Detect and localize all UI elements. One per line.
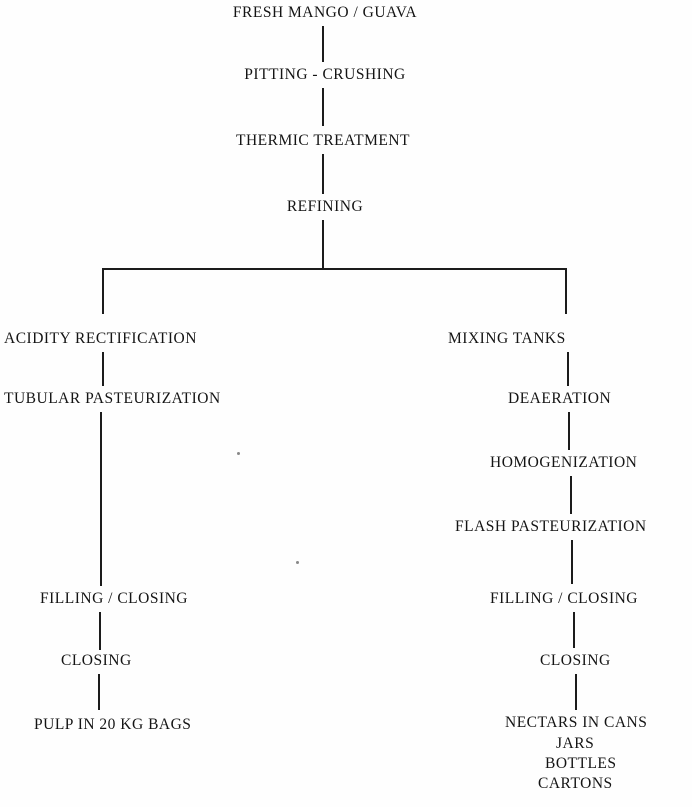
node-closing-right: CLOSING: [540, 652, 611, 669]
connector-deaeration-to-homogenization: [568, 412, 570, 450]
node-homogenization: HOMOGENIZATION: [490, 454, 638, 471]
connector-filling-to-closing-right: [573, 612, 575, 648]
connector-flash-to-filling: [571, 540, 573, 584]
branch-drop-left: [102, 268, 104, 314]
connector-filling-to-closing-left: [99, 612, 101, 650]
node-acidity-rectification: ACIDITY RECTIFICATION: [4, 330, 197, 347]
branch-split-line: [102, 268, 567, 270]
node-mixing-tanks: MIXING TANKS: [448, 330, 566, 347]
node-nectars-output-line-3: BOTTLES: [545, 755, 617, 772]
node-refining: REFINING: [286, 198, 364, 215]
node-filling-closing-right: FILLING / CLOSING: [490, 590, 638, 607]
scan-speck: [237, 452, 240, 455]
node-nectars-output-line-2: JARS: [556, 735, 595, 752]
connector-thermic-to-refining: [322, 154, 324, 194]
node-fresh-mango-guava: FRESH MANGO / GUAVA: [232, 4, 418, 21]
node-pitting-crushing: PITTING - CRUSHING: [244, 66, 406, 83]
scan-speck: [296, 561, 299, 564]
node-pulp-in-bags: PULP IN 20 KG BAGS: [34, 716, 192, 733]
connector-mixing-to-deaeration: [567, 352, 569, 386]
connector-closing-to-pulp: [98, 674, 100, 710]
node-closing-left: CLOSING: [61, 652, 132, 669]
connector-closing-to-nectars: [575, 674, 577, 710]
node-nectars-output-line-1: NECTARS IN CANS: [505, 714, 648, 731]
connector-tubular-to-filling: [100, 412, 102, 586]
connector-homogenization-to-flash: [570, 476, 572, 514]
node-flash-pasteurization: FLASH PASTEURIZATION: [455, 518, 647, 535]
branch-drop-right: [565, 268, 567, 314]
node-nectars-output-line-4: CARTONS: [538, 775, 613, 792]
connector-pitting-to-thermic: [322, 88, 324, 126]
node-filling-closing-left: FILLING / CLOSING: [40, 590, 188, 607]
node-deaeration: DEAERATION: [508, 390, 612, 407]
node-thermic-treatment: THERMIC TREATMENT: [236, 132, 410, 149]
connector-refining-to-split: [322, 220, 324, 270]
connector-fresh-to-pitting: [322, 26, 324, 62]
node-tubular-pasteurization: TUBULAR PASTEURIZATION: [4, 390, 221, 407]
connector-acidity-to-tubular: [102, 352, 104, 386]
